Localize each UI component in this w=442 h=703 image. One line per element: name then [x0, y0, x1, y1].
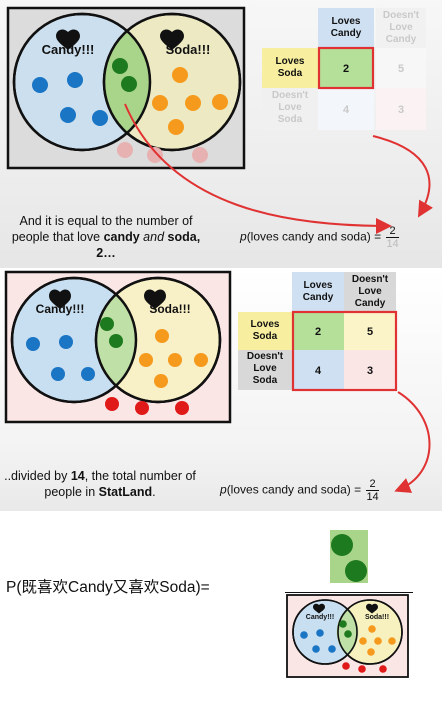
- cell-soda-only: 5: [398, 63, 404, 75]
- soda-only-dots: [152, 67, 228, 135]
- caption-panel1: And it is equal to the number of people …: [11, 214, 201, 260]
- soda-label: Soda!!!: [166, 42, 211, 57]
- highlight-cell: [317, 46, 375, 90]
- cell-candy-only: 4: [315, 365, 322, 377]
- heart-icon: [160, 29, 184, 50]
- panel3-graphics: Candy!!! Soda!!!: [286, 530, 409, 678]
- arrow-cell-to-formula: [372, 135, 433, 218]
- heart-icon: [49, 289, 71, 309]
- both-dots: [112, 58, 137, 92]
- arrow-table-to-formula: [394, 391, 431, 493]
- panel-chinese-equation: P(既喜欢Candy又喜欢Soda)= Candy!!! Soda!!!: [0, 511, 442, 703]
- equation-text: P(既喜欢Candy又喜欢Soda)=: [6, 579, 210, 596]
- arrow-overlap-to-formula: [124, 103, 392, 234]
- cell-loves-both: 2: [315, 326, 321, 338]
- candy-label: Candy!!!: [36, 302, 85, 316]
- cell-neither: 3: [398, 104, 404, 116]
- denominator-mini-venn: Candy!!! Soda!!!: [286, 594, 409, 678]
- candy-only-dots: [26, 335, 95, 381]
- numerator-green-dots: [330, 530, 368, 583]
- heart-icon: [144, 289, 166, 309]
- cell-loves-both: 2: [343, 63, 349, 75]
- mini-candy-label: Candy!!!: [306, 614, 334, 621]
- candy-only-dots: [32, 72, 108, 126]
- soda-label: Soda!!!: [149, 302, 190, 316]
- both-dots: [100, 317, 123, 348]
- candy-label: Candy!!!: [42, 42, 95, 57]
- highlight-table: [291, 310, 398, 392]
- heart-icon: [313, 603, 325, 614]
- neither-dots: [105, 397, 189, 415]
- cell-neither: 3: [367, 365, 373, 377]
- fraction-bar: [285, 592, 413, 593]
- heart-icon: [56, 29, 80, 50]
- soda-only-dots: [139, 329, 208, 388]
- neither-dots: [117, 142, 208, 163]
- mini-soda-label: Soda!!!: [365, 614, 389, 621]
- cell-candy-only: 4: [343, 104, 350, 116]
- caption-panel2: ..divided by 14, the total number of peo…: [4, 469, 196, 499]
- heart-icon: [366, 603, 378, 614]
- cell-soda-only: 5: [367, 326, 373, 338]
